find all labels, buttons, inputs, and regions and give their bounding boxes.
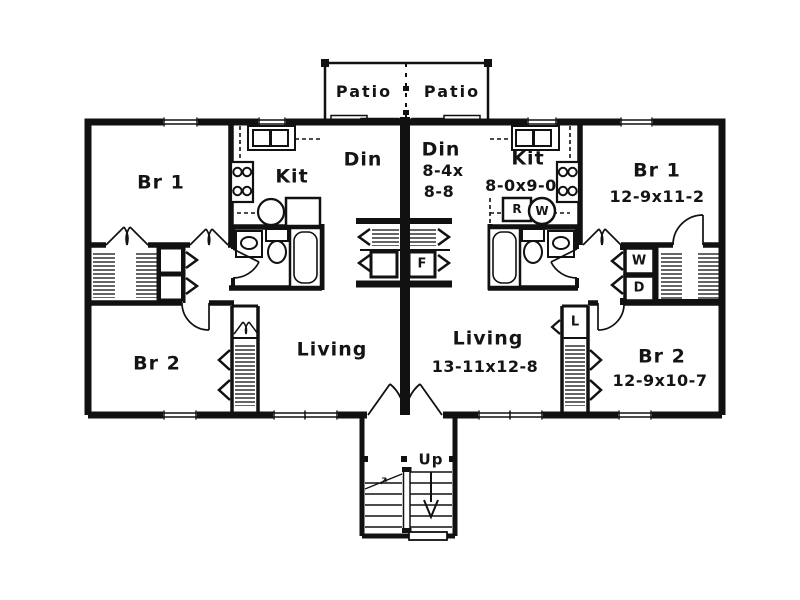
left-unit bbox=[88, 122, 325, 412]
br2-closet-left bbox=[217, 304, 260, 412]
room-label-br2-right: Br 2 bbox=[638, 345, 686, 368]
br1-door-left bbox=[189, 228, 229, 246]
linen-label: L bbox=[570, 314, 580, 330]
refrigerator-left bbox=[284, 196, 322, 228]
hall-closet-left bbox=[158, 246, 184, 275]
right-unit bbox=[487, 122, 722, 412]
closet-shelves bbox=[93, 252, 115, 298]
br2-door-left bbox=[181, 302, 210, 331]
stair-rail bbox=[402, 469, 411, 532]
bath-door-right bbox=[550, 248, 578, 279]
br2-door-right bbox=[597, 302, 625, 331]
room-label-living-right: Living bbox=[452, 327, 524, 350]
room-label-din-right: Din bbox=[421, 138, 461, 161]
br1-closet-door-left bbox=[105, 226, 149, 246]
br1-closet-door-right bbox=[672, 214, 704, 246]
closet-shelves bbox=[136, 252, 157, 298]
room-label-living-left: Living bbox=[296, 338, 368, 361]
dryer-label: D bbox=[633, 280, 645, 296]
center-closets bbox=[356, 218, 452, 288]
room-label-br1-right: Br 1 bbox=[633, 159, 681, 182]
entry-stairs bbox=[359, 383, 458, 541]
entry-door-right bbox=[405, 383, 443, 416]
bath-right bbox=[487, 226, 575, 289]
kitchen-upper-cabinets-right bbox=[489, 126, 571, 226]
bath-left bbox=[235, 226, 323, 289]
furnace-label: F bbox=[417, 256, 427, 272]
toilet-left bbox=[265, 228, 289, 242]
room-label-kit-left: Kit bbox=[275, 165, 309, 188]
refrigerator-label: R bbox=[512, 202, 522, 216]
patio-right-label: Patio bbox=[423, 82, 481, 101]
br1-right-dim: 12-9x11-2 bbox=[609, 187, 705, 206]
kitchen-sink-right bbox=[515, 129, 534, 147]
washer-box bbox=[623, 246, 656, 276]
room-label-br2-left: Br 2 bbox=[133, 352, 181, 375]
din-right-dim1: 8-4x bbox=[422, 161, 464, 180]
entry-door-left bbox=[367, 383, 405, 416]
br1-door-right bbox=[582, 228, 622, 246]
room-label-kit-right: Kit bbox=[511, 147, 545, 170]
bifold-chevrons bbox=[185, 250, 200, 296]
toilet-right bbox=[521, 228, 545, 242]
bath-door-left bbox=[232, 248, 260, 279]
storage-box bbox=[369, 250, 399, 279]
dryer-box bbox=[623, 274, 656, 303]
entry-step bbox=[408, 531, 448, 541]
water-heater-label: W bbox=[535, 204, 549, 218]
laundry-closet-right bbox=[610, 246, 719, 303]
linen-door-chevron bbox=[550, 319, 561, 335]
washer-label: W bbox=[631, 253, 647, 269]
kitchen-sink-left bbox=[252, 129, 271, 147]
windows bbox=[163, 117, 653, 420]
room-label-din-left: Din bbox=[343, 148, 383, 171]
patio-left-label: Patio bbox=[335, 82, 393, 101]
water-heater-right bbox=[527, 196, 557, 226]
room-label-br1-left: Br 1 bbox=[137, 171, 185, 194]
stairs-up-label: Up bbox=[418, 450, 444, 469]
living-right-dim: 13-11x12-8 bbox=[431, 357, 539, 376]
br2-right-dim: 12-9x10-7 bbox=[612, 371, 708, 390]
kit-right-dim: 8-0x9-0 bbox=[485, 176, 557, 195]
din-right-dim2: 8-8 bbox=[423, 182, 455, 201]
water-heater-left bbox=[256, 197, 286, 227]
br2-closet-right bbox=[550, 304, 603, 412]
furnace-box bbox=[407, 250, 437, 279]
